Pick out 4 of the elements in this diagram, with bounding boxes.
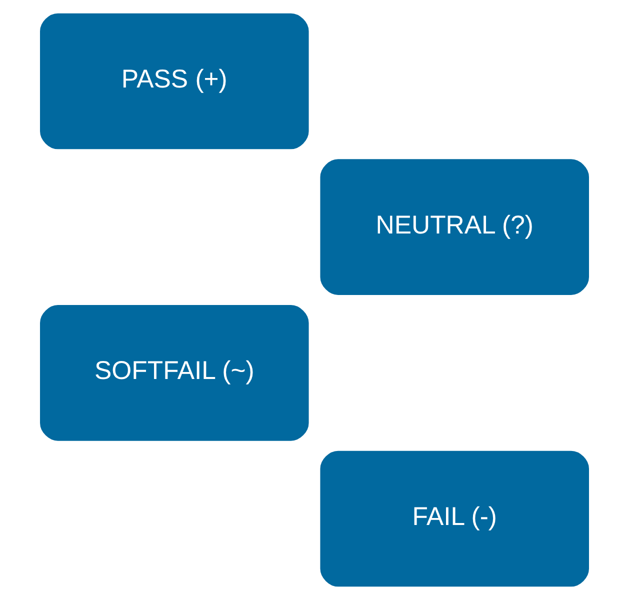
node-box: FAIL (-) — [320, 450, 589, 587]
node-box: PASS (+) — [40, 13, 309, 150]
node-box: NEUTRAL (?) — [320, 159, 589, 295]
node-box: SOFTFAIL (~) — [40, 305, 309, 441]
